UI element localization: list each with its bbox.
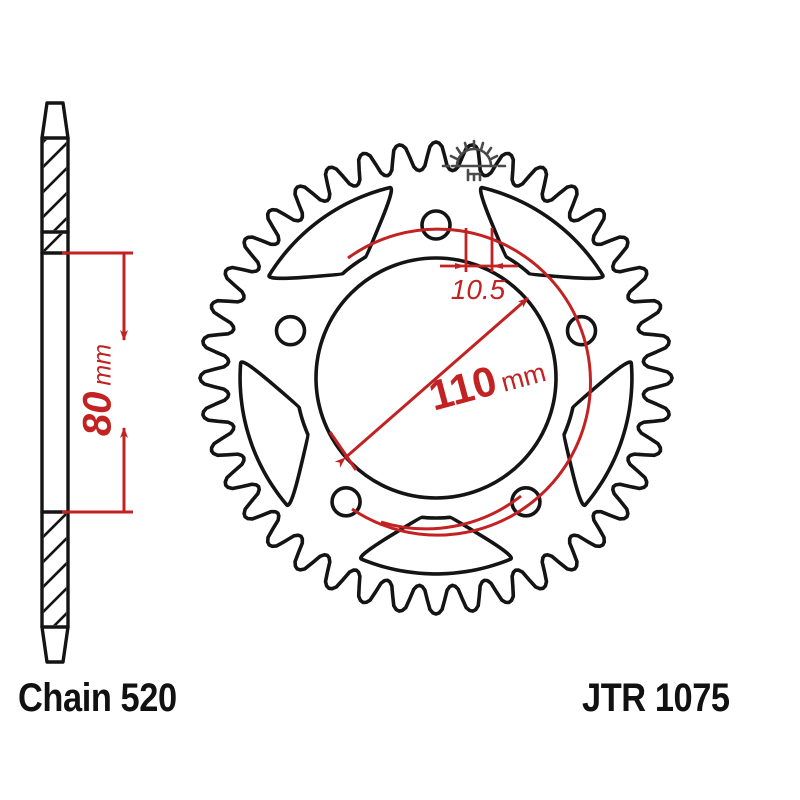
dimension-label-80mm: 80 mm	[76, 344, 121, 436]
dimension-10-5	[440, 228, 518, 272]
lightening-hole	[562, 360, 634, 508]
lightening-holes-group	[238, 185, 634, 576]
sprocket-teeth-outline	[198, 140, 674, 616]
lightening-hole	[358, 515, 514, 576]
section-outline	[40, 101, 70, 664]
part-number-label: JTR 1075	[582, 676, 730, 720]
dimension-unit-80: mm	[88, 343, 117, 386]
side-section-view	[40, 101, 70, 664]
lightening-hole	[478, 185, 605, 281]
dimension-80mm	[62, 251, 133, 514]
lightening-hole	[267, 185, 394, 281]
bolt-hole	[420, 209, 452, 241]
bolt-hole	[510, 485, 542, 518]
dim-tick-110	[328, 431, 358, 471]
bolt-hole	[274, 314, 307, 347]
bolt-hole	[330, 485, 362, 518]
arrow-left	[455, 263, 466, 269]
lightening-hole	[238, 360, 310, 508]
dimension-value-80: 80	[75, 391, 120, 437]
bolt-hole	[565, 314, 598, 347]
sprocket-front-view	[198, 140, 674, 616]
dim-line-110	[334, 296, 529, 468]
center-bore	[314, 256, 558, 500]
heat-treatment-sunburst-symbol	[441, 139, 507, 182]
bolt-circle-arc-lower	[380, 494, 522, 531]
bolt-circle-arc-main	[347, 227, 592, 537]
dimension-label-10-5: 10.5	[451, 274, 506, 306]
dimension-unit-110: mm	[497, 357, 550, 398]
chain-size-label: Chain 520	[18, 676, 177, 720]
arrow-right	[492, 263, 503, 269]
dimension-value-10-5: 10.5	[450, 274, 506, 305]
dimension-110mm	[328, 227, 592, 537]
section-hatching	[43, 139, 67, 626]
